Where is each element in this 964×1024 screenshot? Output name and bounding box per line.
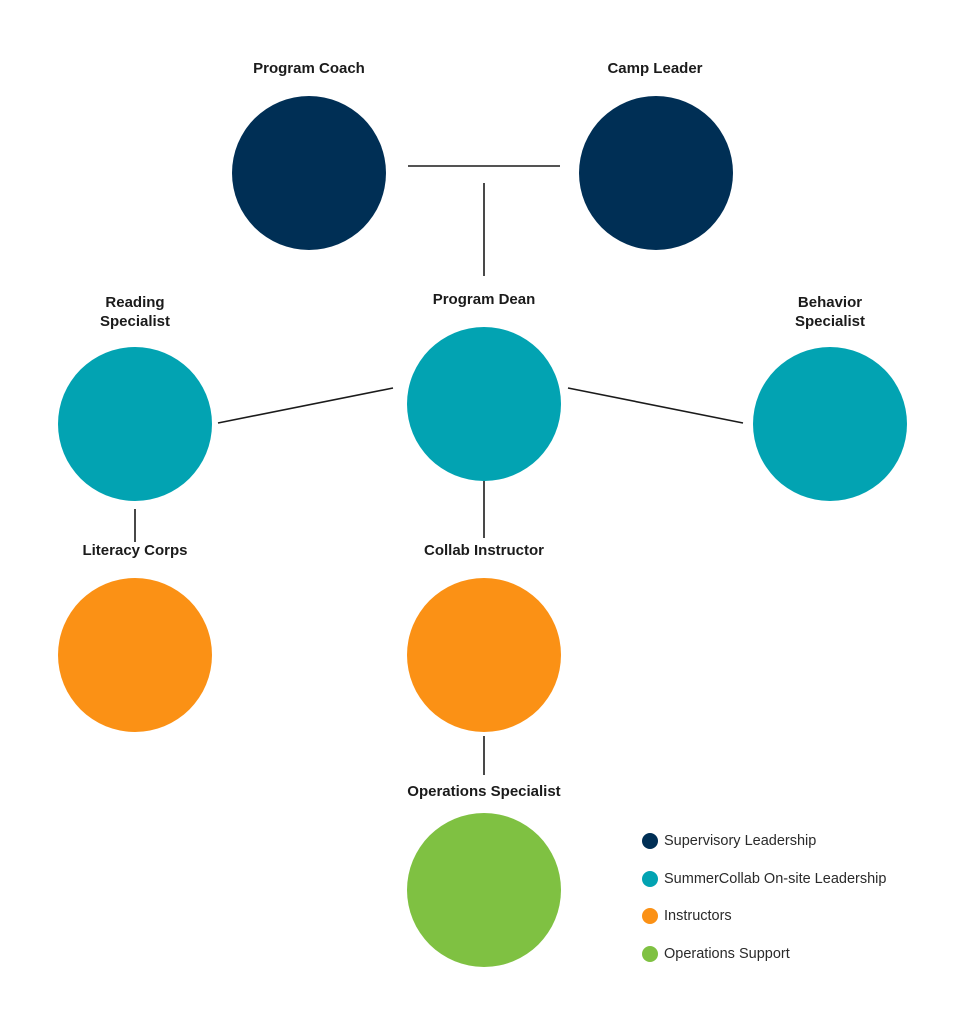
behavior-specialist-label: Behavior Specialist [794,294,866,330]
legend: Supervisory Leadership SummerCollab On-s… [642,830,886,980]
collab-instructor-label: Collab Instructor [423,542,544,559]
behavior-specialist-node[interactable] [753,347,907,501]
literacy-corps-label: Literacy Corps [82,542,188,559]
collab-instructor-node[interactable] [407,578,561,732]
legend-item-onsite: SummerCollab On-site Leadership [642,868,886,890]
legend-label-onsite: SummerCollab On-site Leadership [664,870,887,887]
program-coach-label: Program Coach [253,60,365,77]
literacy-corps-node[interactable] [58,578,212,732]
program-dean-node[interactable] [407,327,561,481]
edge-dean-behavior-specialist [567,387,744,424]
legend-dot-supervisory [642,833,658,849]
program-coach-node[interactable] [232,96,386,250]
legend-label-instructors: Instructors [664,908,732,924]
camp-leader-label: Camp Leader [607,60,703,77]
camp-leader-node[interactable] [579,96,733,250]
legend-item-instructors: Instructors [642,905,886,927]
operations-specialist-label: Operations Specialist [407,783,561,800]
legend-item-supervisory: Supervisory Leadership [642,830,886,852]
legend-label-operations: Operations Support [664,945,790,962]
legend-item-operations: Operations Support [642,943,886,965]
legend-label-supervisory: Supervisory Leadership [664,833,817,849]
legend-dot-instructors [642,908,658,924]
operations-specialist-node[interactable] [407,813,561,967]
program-dean-label: Program Dean [432,291,536,308]
reading-specialist-node[interactable] [58,347,212,501]
legend-dot-operations [642,945,658,962]
reading-specialist-label: Reading Specialist [99,294,171,330]
edge-dean-reading-specialist [217,387,394,424]
legend-dot-onsite [642,870,658,887]
